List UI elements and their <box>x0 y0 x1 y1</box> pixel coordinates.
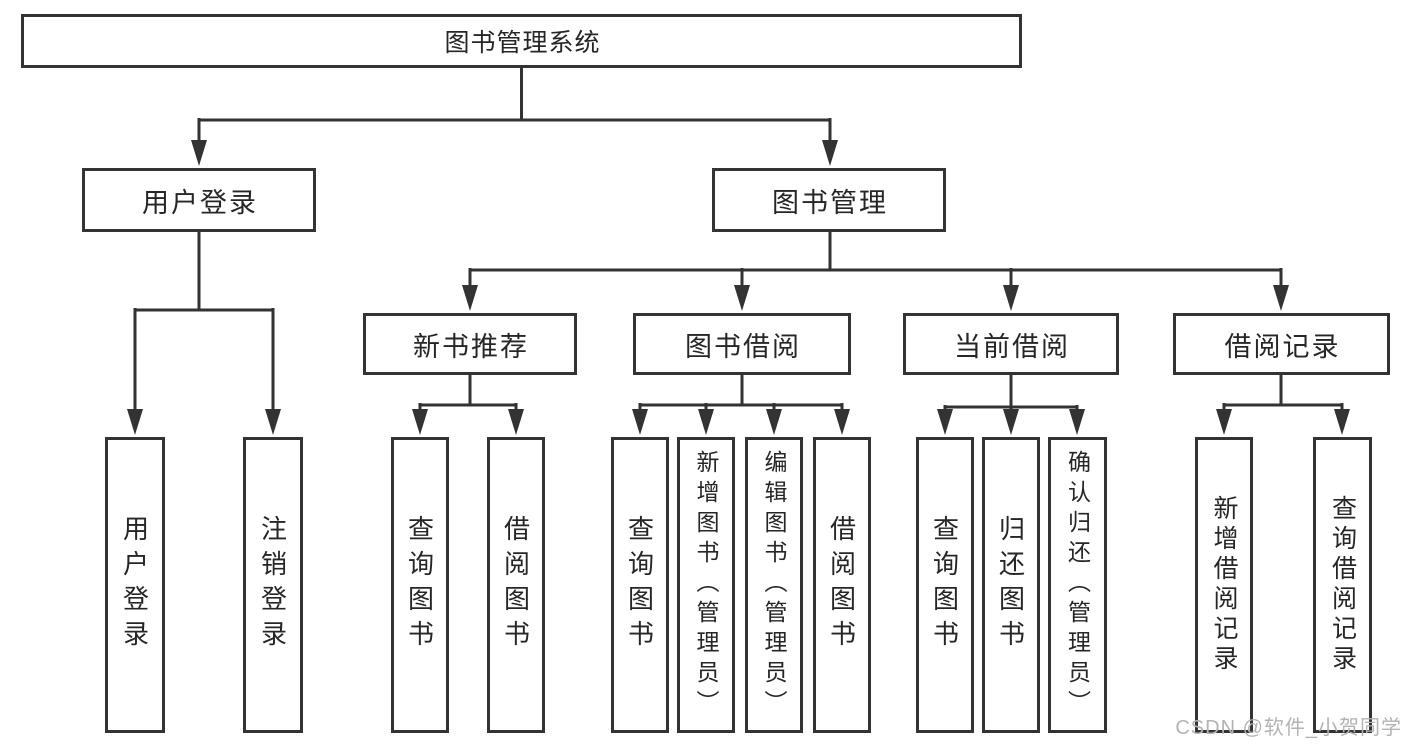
leaf-query-books-borrowing: 查询图书 <box>611 437 669 733</box>
leaf-logout: 注销登录 <box>243 437 303 733</box>
leaf-query-books-current: 查询图书 <box>916 437 974 733</box>
leaf-user-login: 用户登录 <box>105 437 165 733</box>
node-book-borrowing: 图书借阅 <box>633 313 851 375</box>
node-current-borrowing: 当前借阅 <box>903 313 1119 375</box>
node-borrowing-records: 借阅记录 <box>1173 313 1390 375</box>
node-book-management: 图书管理 <box>712 168 946 232</box>
leaf-return-books: 归还图书 <box>982 437 1040 733</box>
node-user-login: 用户登录 <box>82 168 316 232</box>
leaf-borrow-books-recommend: 借阅图书 <box>487 437 545 733</box>
leaf-add-books-admin: 新增图书（管理员） <box>677 437 735 733</box>
node-library-system: 图书管理系统 <box>21 14 1022 68</box>
leaf-confirm-return-admin: 确认归还（管理员） <box>1048 437 1107 733</box>
csdn-watermark: CSDN @软件_小贺同学 <box>1175 717 1402 739</box>
leaf-borrow-books-borrowing: 借阅图书 <box>813 437 871 733</box>
leaf-query-borrow-record: 查询借阅记录 <box>1313 437 1372 733</box>
leaf-add-borrow-record: 新增借阅记录 <box>1195 437 1253 733</box>
node-new-book-recommend: 新书推荐 <box>363 313 577 375</box>
leaf-query-books-recommend: 查询图书 <box>391 437 449 733</box>
leaf-edit-books-admin: 编辑图书（管理员） <box>745 437 803 733</box>
